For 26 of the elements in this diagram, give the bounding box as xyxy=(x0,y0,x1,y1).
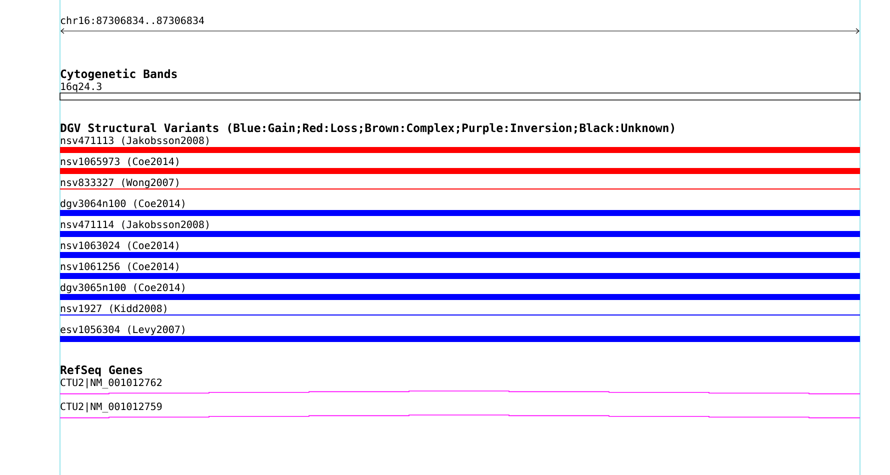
node-label: dgv3064n100 (Coe2014) xyxy=(60,199,184,210)
node-label: esv1056304 (Levy2007) xyxy=(60,325,184,336)
coordinate-label: chr16:87306834..87306834 xyxy=(60,16,204,24)
node-label: nsv471113 (Jakobsson2008) xyxy=(60,136,208,146)
track-title: DGV Structural Variants (Blue:Gain;Red:Loss;Brown:Complex;Purple:Inversion;Black:Unknown) xyxy=(60,122,674,134)
variant-track: nsv833327 (Wong2007) xyxy=(60,178,860,190)
variant-track: esv1056304 (Levy2007) xyxy=(60,325,860,342)
variant-track: nsv1927 (Kidd2008) xyxy=(60,304,860,316)
variant-track: nsv1063024 (Coe2014) xyxy=(60,241,860,258)
node-label: nsv1061256 (Coe2014) xyxy=(60,262,178,272)
track-title: Cytogenetic Bands xyxy=(60,68,177,80)
track-title: RefSeq Genes xyxy=(60,365,142,376)
variant-track: dgv3065n100 (Coe2014) xyxy=(60,283,860,300)
variant-track: nsv471113 (Jakobsson2008) xyxy=(60,136,860,153)
gene-track: CTU2|NM_001012762 xyxy=(60,378,860,394)
node-label: 16q24.3 xyxy=(61,82,102,92)
node-label: nsv1065973 (Coe2014) xyxy=(60,157,178,166)
node-label: nsv471114 (Jakobsson2008) xyxy=(60,220,208,230)
variant-track: dgv3064n100 (Coe2014) xyxy=(60,199,860,216)
node-label: nsv1063024 (Coe2014) xyxy=(60,241,178,250)
variant-track: nsv471114 (Jakobsson2008) xyxy=(60,220,860,237)
gene-track: CTU2|NM_001012759 xyxy=(60,402,860,418)
variant-track: nsv1065973 (Coe2014) xyxy=(60,157,860,174)
cytoband-track: 16q24.3 xyxy=(60,82,860,100)
variant-track: nsv1061256 (Coe2014) xyxy=(60,262,860,279)
node-label: dgv3065n100 (Coe2014) xyxy=(60,283,184,294)
